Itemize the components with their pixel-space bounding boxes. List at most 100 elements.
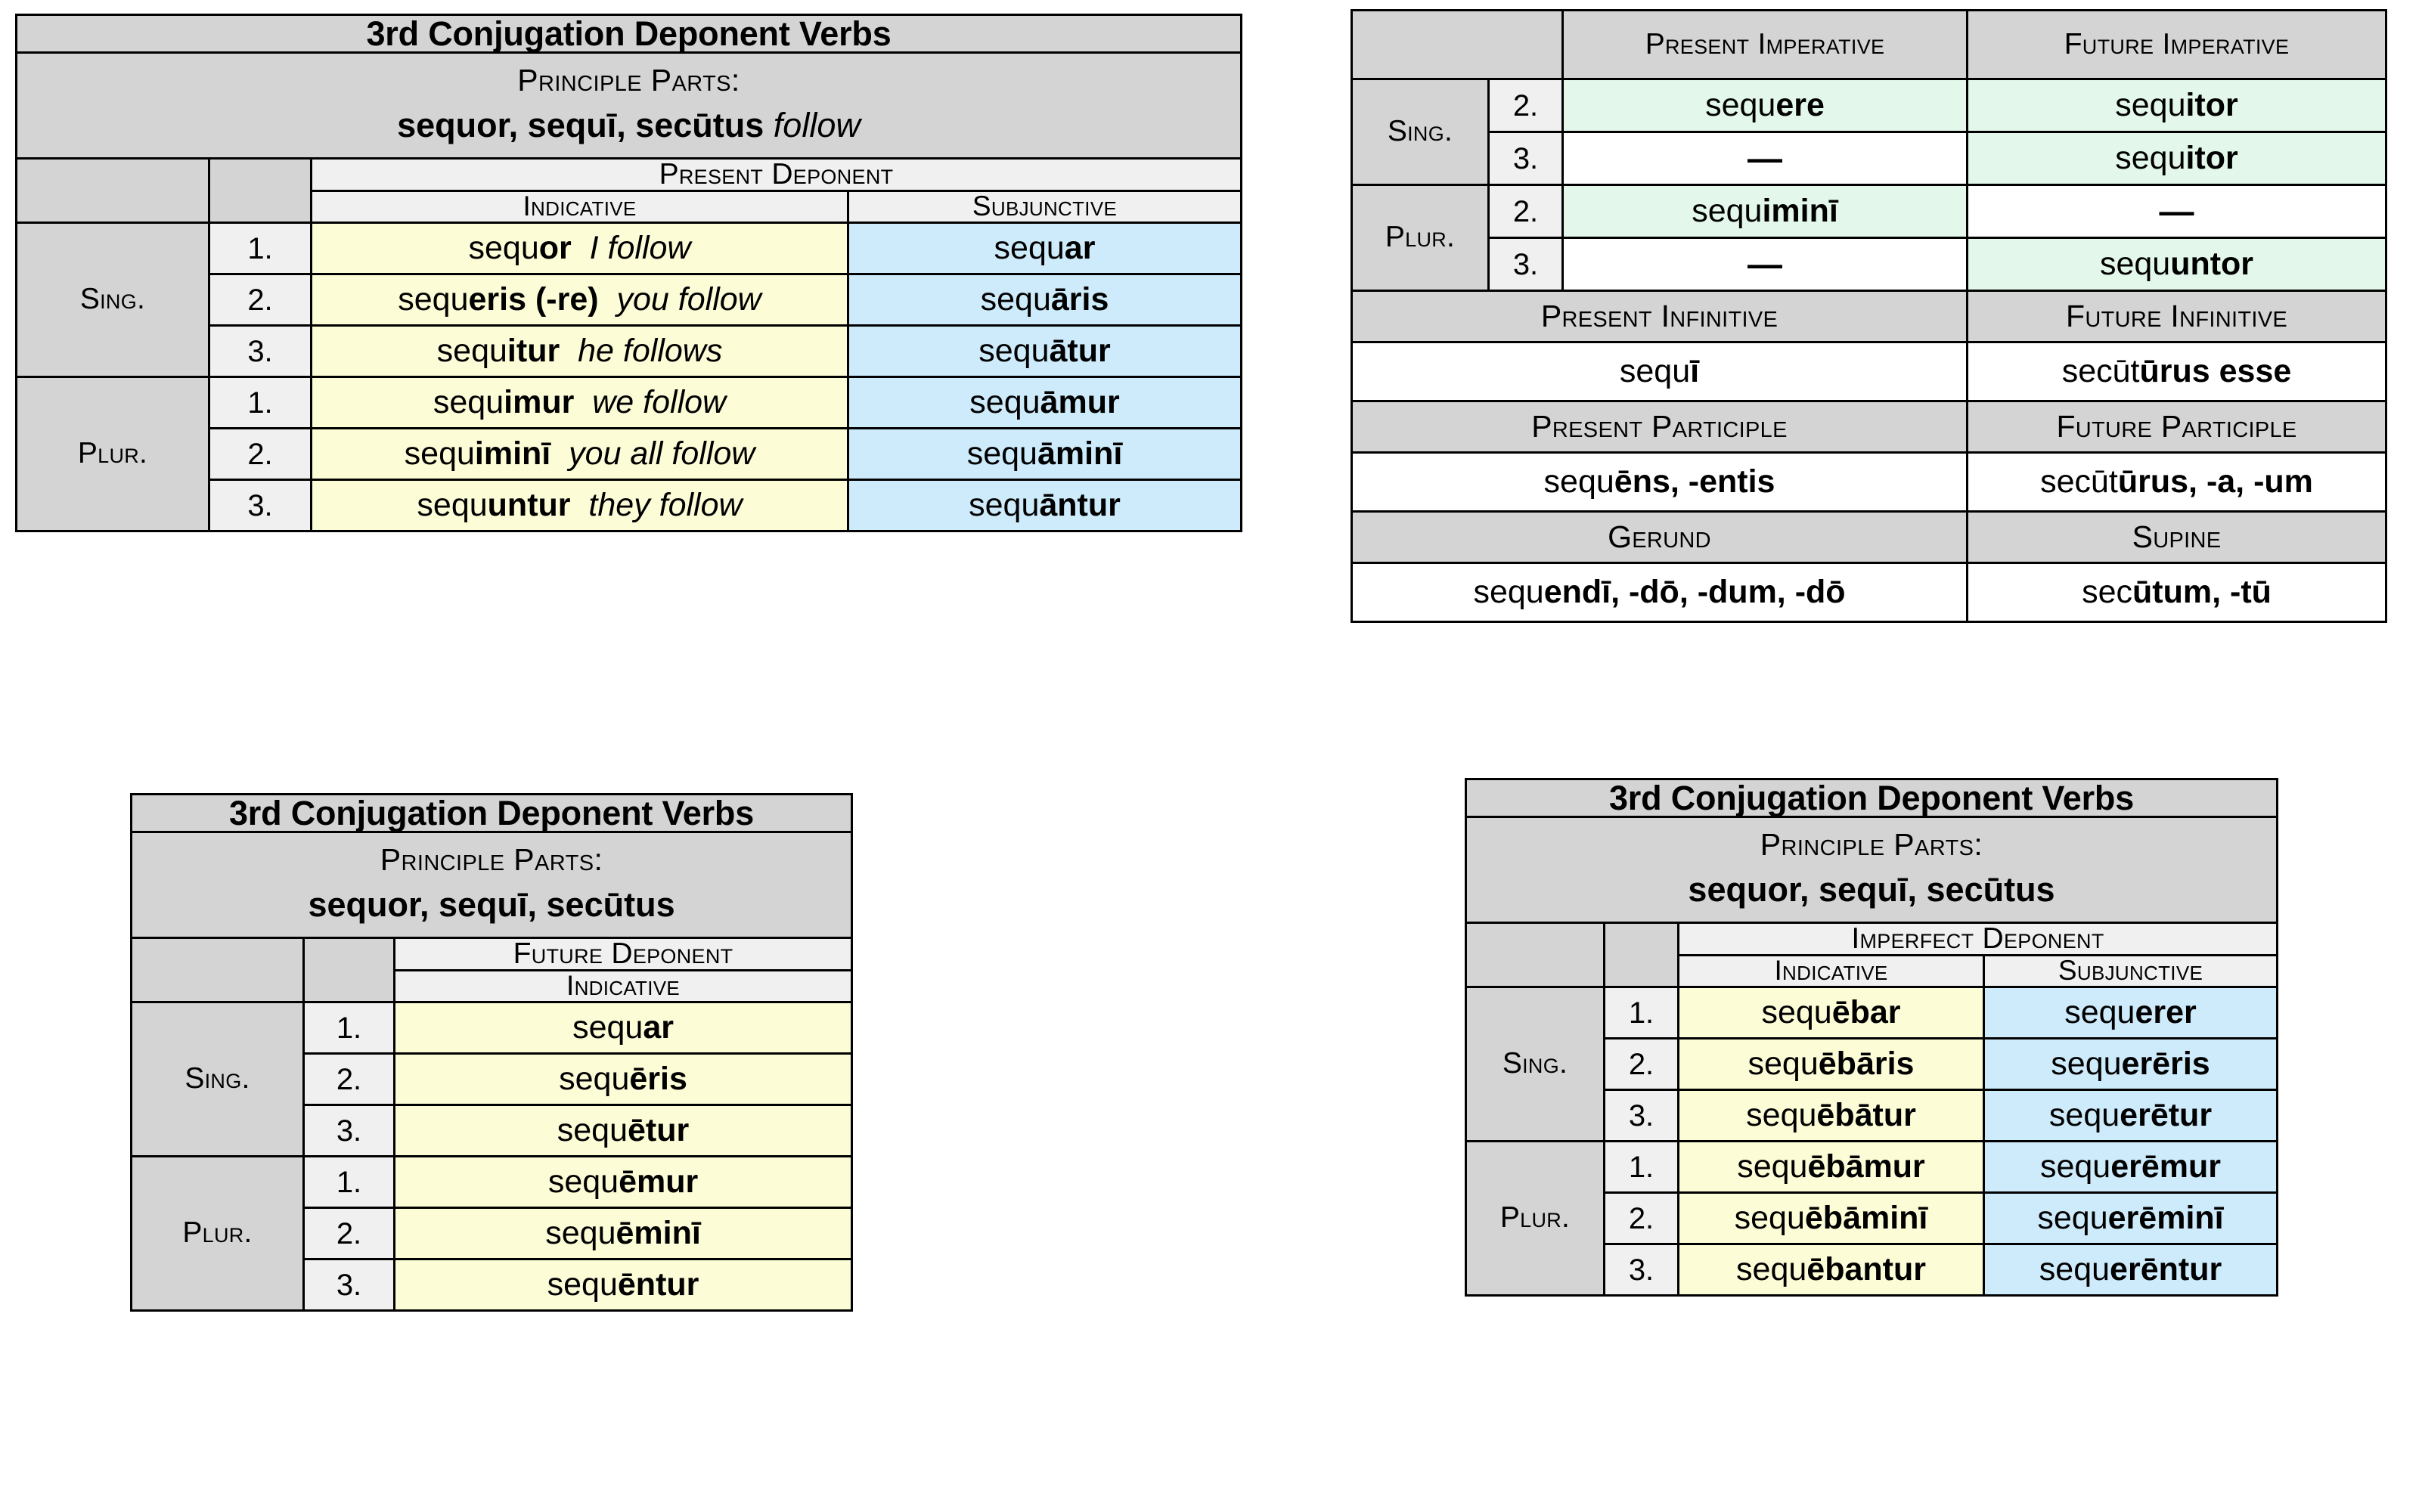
form-stem: sequ — [1692, 192, 1763, 229]
person-label: 1. — [1603, 986, 1679, 1040]
form-stem: sequ — [980, 281, 1051, 318]
table-row: Plur. 1. sequimur we follow sequāmur — [15, 376, 1242, 533]
form-ending: ēbāminī — [1804, 1200, 1928, 1237]
form-indicative: sequēmur — [392, 1155, 854, 1210]
form-stem: sequ — [557, 1112, 628, 1149]
table-row: 3. sequēntur — [132, 1258, 854, 1312]
form-stem: sequ — [2115, 86, 2186, 123]
number-corner-cell — [15, 156, 210, 225]
form-gloss: you follow — [616, 281, 761, 318]
form-ending: erēminī — [2107, 1200, 2224, 1237]
form-subjunctive: sequātur — [847, 324, 1242, 379]
form-ending: eris (-re) — [468, 281, 599, 318]
block-label-future-participle: Future Participle — [1966, 400, 2387, 454]
person-label: 3. — [1487, 131, 1564, 186]
form-future-imperative-empty: — — [1966, 184, 2387, 239]
mood-header-indicative: Indicative — [392, 969, 854, 1004]
table-row: Sing. 1. sequor I follow sequar — [15, 222, 1242, 379]
form-ending: itor — [2185, 139, 2238, 176]
person-label: 1. — [208, 222, 312, 276]
form-stem: sequ — [2037, 1200, 2108, 1237]
table-row: 2. sequēminī — [132, 1207, 854, 1261]
table-row: Plur. 1. sequēmur — [130, 1155, 854, 1312]
principle-parts-row: Principle Parts: sequor, sequī, secūtus — [129, 831, 854, 939]
form-stem: sequ — [436, 333, 507, 370]
form-stem: sequ — [398, 281, 469, 318]
table-row: 3. sequēbātur sequerētur — [1466, 1089, 2278, 1143]
form-stem: sequ — [1705, 86, 1776, 123]
form-subjunctive: sequāminī — [847, 427, 1242, 482]
form-indicative: sequuntur they follow — [310, 479, 849, 533]
form-stem: sequ — [2039, 1148, 2111, 1185]
form-stem: sequ — [1619, 352, 1691, 389]
page-title: 3rd Conjugation Deponent Verbs — [15, 13, 1242, 54]
gerund-header-row: Gerund Supine — [1351, 510, 2387, 564]
form-ending: āminī — [1037, 435, 1123, 472]
tense-header: Imperfect Deponent — [1677, 921, 2278, 957]
imperative-header-row: Present Imperative Future Imperative — [1351, 9, 2387, 80]
principle-parts-label: Principle Parts: — [1760, 827, 1983, 863]
block-label-gerund: Gerund — [1351, 510, 1968, 564]
infinitive-header-row: Present Infinitive Future Infinitive — [1351, 290, 2387, 343]
person-label: 3. — [1603, 1243, 1679, 1297]
form-stem: sequ — [969, 384, 1040, 421]
form-ending: erēntur — [2110, 1251, 2222, 1288]
form-future-imperative: sequitor — [1966, 131, 2387, 186]
table-row: Plur. 2. sequiminī — — [1351, 184, 2387, 292]
form-indicative: sequimur we follow — [310, 376, 849, 430]
form-subjunctive: sequerēminī — [1983, 1191, 2278, 1246]
tense-header: Future Deponent — [392, 936, 854, 972]
form-stem: sequ — [1473, 573, 1544, 610]
table-row: Sing. 1. sequar — [130, 1001, 854, 1158]
form-ending: ēbar — [1831, 994, 1901, 1031]
form-stem: sequ — [2039, 1251, 2110, 1288]
form-ending: erer — [2135, 994, 2197, 1031]
number-label-singular: Sing. — [15, 222, 210, 379]
form-stem: sequ — [1746, 1097, 1817, 1134]
table-title-row: 3rd Conjugation Deponent Verbs — [1465, 777, 2278, 819]
table-row: 2. sequēris — [132, 1052, 854, 1107]
block-value-gerund: sequendī, -dō, -dum, -dō — [1351, 562, 1968, 623]
principle-parts-row: Principle Parts: sequor, sequī, secūtus — [1465, 816, 2278, 924]
form-ending: āmur — [1040, 384, 1120, 421]
principle-parts-label: Principle Parts: — [517, 63, 740, 98]
table-row: 2. sequeris (-re) you follow sequāris — [17, 273, 1242, 327]
form-stem: sequ — [1543, 463, 1614, 500]
mood-header-row: Indicative Subjunctive — [17, 190, 1242, 225]
block-value-supine: secūtum, -tū — [1966, 562, 2387, 623]
person-corner-cell — [302, 936, 395, 1004]
form-ending: imur — [504, 384, 575, 421]
form-present-imperative: sequere — [1561, 78, 1968, 133]
form-future-imperative: sequuntor — [1966, 237, 2387, 292]
form-stem: sequ — [978, 333, 1050, 370]
form-stem: sequ — [966, 435, 1037, 472]
principle-parts-cell: Principle Parts: sequor, sequī, secūtus — [1465, 816, 2278, 924]
form-stem: sequ — [545, 1215, 616, 1252]
person-label: 3. — [1487, 237, 1564, 292]
mood-header-subjunctive: Subjunctive — [1983, 954, 2278, 989]
mood-header-indicative: Indicative — [310, 190, 849, 225]
person-label: 2. — [302, 1207, 395, 1261]
form-stem: sequ — [1736, 1251, 1807, 1288]
form-indicative: sequēbāminī — [1677, 1191, 1985, 1246]
block-label-present-infinitive: Present Infinitive — [1351, 290, 1968, 343]
number-label-plural: Plur. — [15, 376, 210, 533]
principle-parts-gloss: follow — [773, 106, 861, 145]
table-row: 3. sequuntur they follow sequāntur — [17, 479, 1242, 533]
principle-parts-value: sequor, sequī, secūtus — [1688, 870, 2055, 909]
form-ending: ar — [643, 1009, 674, 1046]
tense-header-row: Future Deponent — [130, 936, 854, 1004]
person-corner-cell — [1603, 921, 1679, 989]
form-ending: erētur — [2120, 1097, 2213, 1134]
form-stem: sequ — [2064, 994, 2135, 1031]
form-gloss: you all follow — [569, 435, 755, 472]
column-header-future-imperative: Future Imperative — [1966, 9, 2387, 80]
form-stem: sequ — [969, 487, 1040, 524]
form-indicative: sequeris (-re) you follow — [310, 273, 849, 327]
form-subjunctive: sequerēris — [1983, 1037, 2278, 1092]
form-stem: sequ — [1747, 1046, 1819, 1083]
form-ending: untor — [2170, 245, 2254, 282]
form-stem: sequ — [1734, 1200, 1805, 1237]
mood-header-row: Indicative Subjunctive — [1466, 954, 2278, 989]
form-subjunctive: sequāntur — [847, 479, 1242, 533]
